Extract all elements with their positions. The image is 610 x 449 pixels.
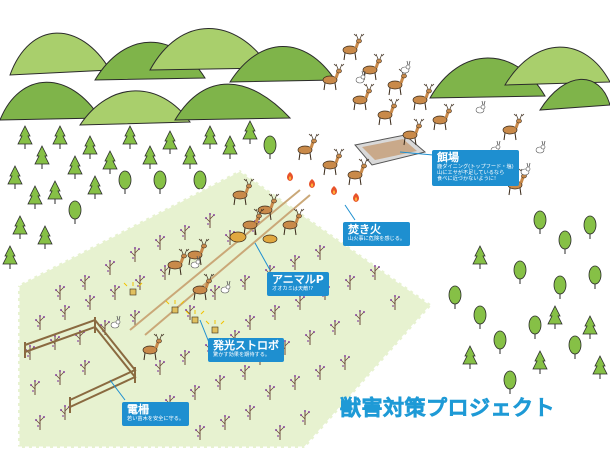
feeding-area-callout: 餌場 鹿ダイニング(トップフード・塩) 山にエサが不足しているなら 食べに近づか… bbox=[432, 150, 519, 186]
electric-fence-desc: 若い苗木を安全に守る。 bbox=[127, 415, 185, 422]
feeding-tray-icon bbox=[354, 134, 427, 166]
callout-pointers bbox=[109, 151, 434, 401]
animal-p-icon bbox=[229, 231, 278, 244]
strobe-desc: 驚かす効果を期待する。 bbox=[213, 351, 271, 358]
feeding-area-desc-1: 鹿ダイニング(トップフード・塩) bbox=[437, 163, 514, 170]
bonfire-label: 焚き火 bbox=[348, 223, 381, 236]
fence-icon bbox=[24, 317, 137, 413]
animal-p-desc: オオカミは天敵!? bbox=[272, 285, 314, 292]
electric-fence-label: 電柵 bbox=[127, 403, 149, 416]
electric-fence-callout: 電柵 若い苗木を安全に守る。 bbox=[122, 402, 190, 426]
feeding-area-desc-2: 山にエサが不足しているなら bbox=[437, 169, 505, 176]
mountain-icon bbox=[0, 28, 610, 126]
bonfire-desc: 山火事に危険を感じる。 bbox=[348, 235, 406, 242]
bonfire-callout: 焚き火 山火事に危険を感じる。 bbox=[343, 222, 411, 246]
feeding-area-label: 餌場 bbox=[437, 151, 459, 164]
animal-p-label: アニマルP bbox=[272, 273, 324, 286]
field-area bbox=[16, 168, 435, 449]
feeding-area-desc-3: 食べに近づかないように! bbox=[437, 175, 497, 182]
strobe-callout: 発光ストロボ 驚かす効果を期待する。 bbox=[208, 338, 284, 362]
strobe-label: 発光ストロボ bbox=[213, 339, 279, 352]
project-title: 獣害対策プロジェクト bbox=[340, 396, 555, 421]
animal-p-callout: アニマルP オオカミは天敵!? bbox=[267, 272, 329, 296]
